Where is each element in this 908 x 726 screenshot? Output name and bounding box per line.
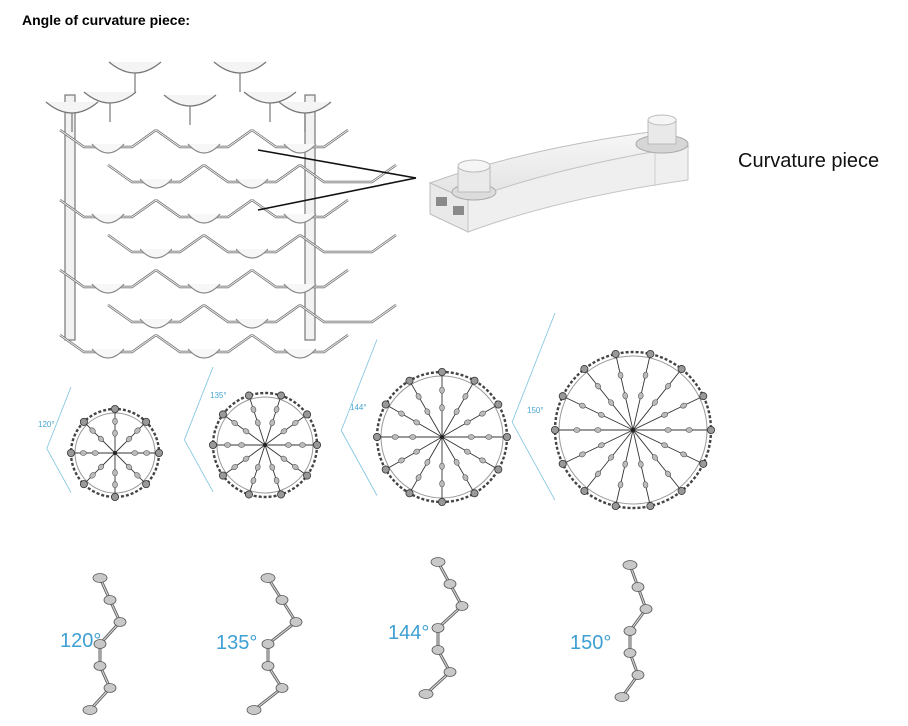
ring-angle-label: 120° <box>38 420 55 429</box>
structure-node-cup <box>235 318 269 329</box>
chain-bead <box>260 573 276 583</box>
chain-bead <box>430 557 446 567</box>
curvature-piece-label: Curvature piece <box>738 150 880 172</box>
chain-bead <box>431 623 445 633</box>
structure-node-cup <box>283 143 317 154</box>
chain-bead <box>92 573 108 583</box>
chain-bead <box>631 582 645 592</box>
figure-title: Angle of curvature piece: <box>22 12 191 28</box>
chain-angle-label-120: 120° <box>60 630 102 652</box>
structure-node-cup <box>283 213 317 224</box>
structure-node-cup <box>187 143 221 154</box>
chain-bead <box>418 689 434 699</box>
chain-bead <box>275 595 289 605</box>
structure-node-cup <box>235 178 269 189</box>
chain-bead <box>443 667 457 677</box>
chain-bead <box>622 560 638 570</box>
chain-angle-label-135: 135° <box>216 632 258 654</box>
chain-profile-1 <box>82 573 127 715</box>
chain-bead <box>275 683 289 693</box>
ring-angle-label: 135° <box>210 391 227 400</box>
ring-assembly-2: 135° <box>184 366 321 499</box>
chain-bead <box>261 639 275 649</box>
chain-bead <box>289 617 303 627</box>
ring-angle-label: 144° <box>350 403 367 412</box>
structure-node-cup <box>91 213 125 224</box>
chain-bead <box>246 705 262 715</box>
chain-bead <box>103 683 117 693</box>
chain-bead <box>93 639 107 649</box>
structure-node-cup <box>187 348 221 359</box>
ring-assembly-3: 144° <box>340 339 511 506</box>
chain-profile-3 <box>418 557 469 699</box>
structure-node-cup <box>91 143 125 154</box>
chain-bead <box>631 670 645 680</box>
chain-angle-label-144: 144° <box>388 622 430 644</box>
chain-bead <box>623 626 637 636</box>
chain-bead <box>639 604 653 614</box>
chain-bead <box>93 661 107 671</box>
structure-node-cup <box>187 283 221 294</box>
chain-bead <box>455 601 469 611</box>
ring-assembly-4: 150° <box>511 312 716 511</box>
structure-node-cup <box>283 348 317 359</box>
chain-bead <box>113 617 127 627</box>
callout-lines <box>257 149 417 211</box>
structure-node-cup <box>91 348 125 359</box>
structure-node-cup <box>187 213 221 224</box>
structure-node-cup <box>139 178 173 189</box>
structure-node-cup <box>139 248 173 259</box>
chain-bead <box>614 692 630 702</box>
structure-node-cup <box>139 318 173 329</box>
chain-bead <box>443 579 457 589</box>
ring-angle-label: 150° <box>527 406 544 415</box>
structure-node-cup <box>91 283 125 294</box>
ring-assembly-1: 120° <box>38 386 163 501</box>
chain-bead <box>261 661 275 671</box>
chain-profile-4 <box>614 560 653 702</box>
chain-bead <box>82 705 98 715</box>
chain-bead <box>431 645 445 655</box>
chain-bead <box>623 648 637 658</box>
chain-bead <box>103 595 117 605</box>
structure-node-cup <box>235 248 269 259</box>
structure-post <box>64 94 76 341</box>
chain-profile-2 <box>246 573 303 715</box>
structure-node-cup <box>283 283 317 294</box>
chain-angle-label-150: 150° <box>570 632 612 654</box>
